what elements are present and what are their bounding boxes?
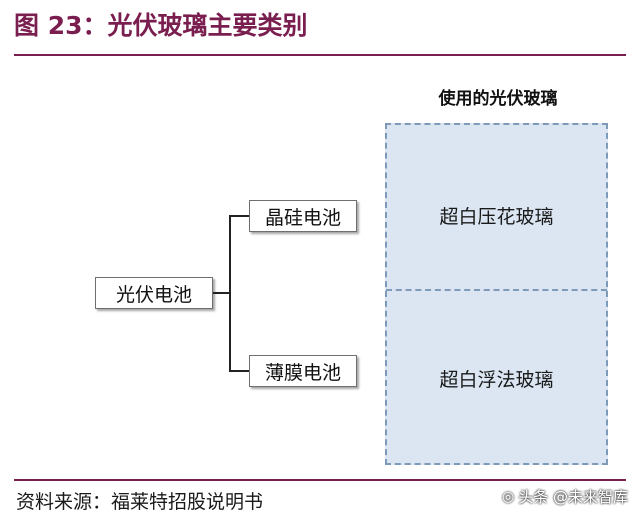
watermark: ◎ 头条 @未来智库: [502, 486, 628, 507]
connector-vertical: [229, 215, 231, 372]
glass-panel: [385, 123, 608, 465]
watermark-text: 头条 @未来智库: [518, 488, 628, 506]
glass-header: 使用的光伏玻璃: [438, 89, 558, 109]
title-rule: [14, 54, 626, 56]
connector-lower: [229, 370, 249, 372]
root-node-pv-cell: 光伏电池: [95, 277, 213, 309]
branch-node-crystalline: 晶硅电池: [249, 200, 357, 232]
wechat-icon: ◎: [502, 488, 515, 505]
connector-root-stem: [213, 292, 230, 294]
glass-divider: [386, 289, 607, 291]
figure-title: 图 23：光伏玻璃主要类别: [14, 11, 308, 40]
footer-rule: [14, 479, 626, 481]
connector-upper: [229, 215, 249, 217]
source-note: 资料来源：福莱特招股说明书: [16, 491, 264, 513]
glass-type-float: 超白浮法玻璃: [439, 369, 554, 391]
glass-type-rolled: 超白压花玻璃: [439, 206, 554, 228]
branch-node-thin-film: 薄膜电池: [249, 355, 357, 387]
